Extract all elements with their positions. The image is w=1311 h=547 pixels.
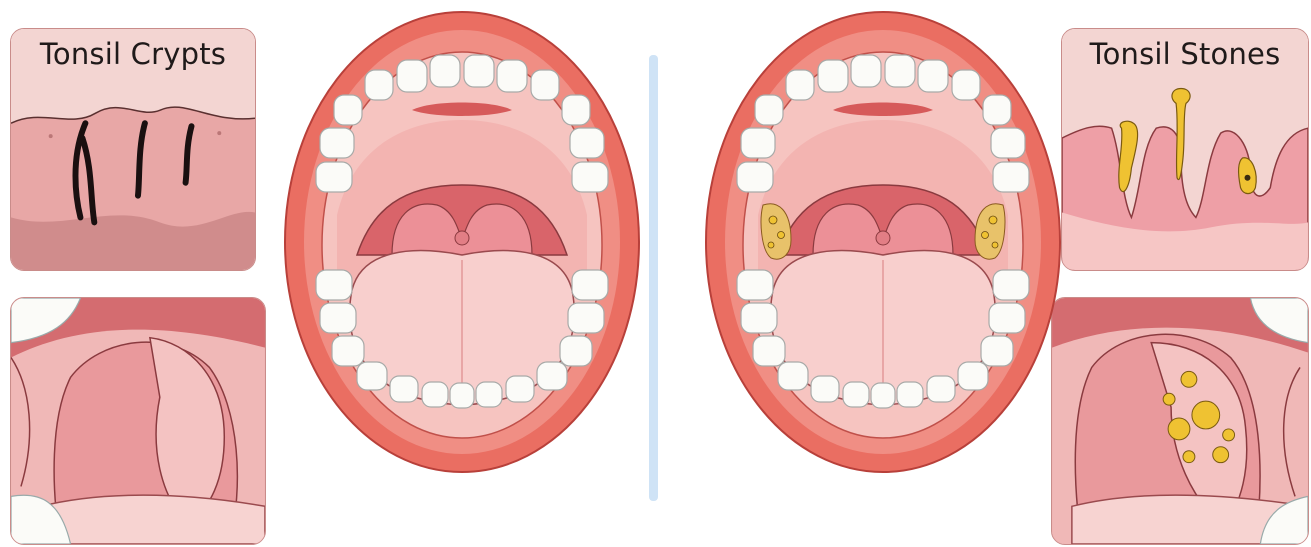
open-mouth-stones-illustration [683, 0, 1083, 480]
tonsil-crypts-title: Tonsil Crypts [11, 37, 255, 71]
tonsil-crypts-panel: Tonsil Crypts [10, 28, 256, 271]
tonsil-stones-panel: Tonsil Stones [1061, 28, 1309, 271]
open-mouth-healthy-illustration [262, 0, 662, 480]
healthy-tonsil-closeup-panel [10, 297, 266, 545]
open-mouth-tonsil-stones-icon [683, 0, 1083, 480]
healthy-tonsil-closeup-illustration [11, 298, 265, 544]
center-divider [649, 55, 658, 501]
open-mouth-healthy-tonsils-icon [262, 0, 662, 480]
tonsil-stones-closeup-panel [1051, 297, 1309, 545]
tonsil-stones-title: Tonsil Stones [1062, 37, 1308, 71]
tonsil-stones-closeup-illustration [1052, 298, 1308, 544]
